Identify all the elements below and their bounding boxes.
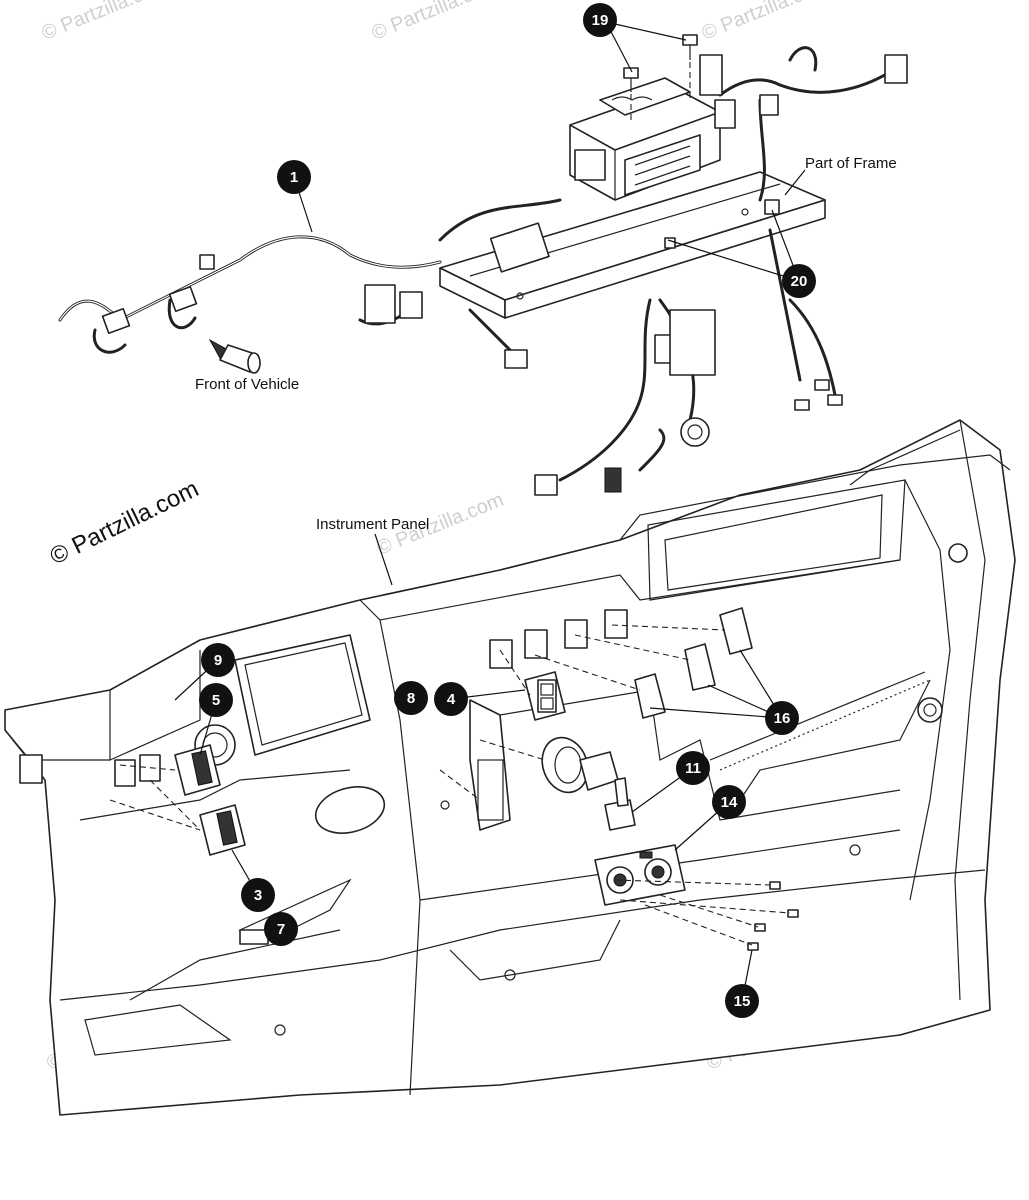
connectors xyxy=(101,54,908,496)
svg-text:8: 8 xyxy=(407,690,415,707)
fuse-box xyxy=(569,77,721,201)
svg-text:20: 20 xyxy=(791,273,808,290)
display-screen xyxy=(234,634,371,756)
front-of-vehicle-arrow xyxy=(208,338,261,374)
callout-4: 4 xyxy=(434,682,468,716)
power-outlets xyxy=(594,844,686,906)
callout-7: 7 xyxy=(264,912,298,946)
svg-text:7: 7 xyxy=(277,921,285,938)
callout-14: 14 xyxy=(712,785,746,819)
callout-9: 9 xyxy=(201,643,235,677)
svg-text:14: 14 xyxy=(721,794,738,811)
frame-rail xyxy=(439,171,826,319)
svg-text:19: 19 xyxy=(592,12,609,29)
screws-15 xyxy=(747,881,799,951)
callout-11: 11 xyxy=(676,751,710,785)
svg-text:9: 9 xyxy=(214,652,222,669)
switch-cutouts xyxy=(114,609,628,787)
switch-5 xyxy=(174,744,221,796)
callout-3: 3 xyxy=(241,878,275,912)
watermark: © Partzilla.com xyxy=(369,0,502,45)
watermark: © Partzilla.com xyxy=(39,0,172,45)
part-of-frame-label: Part of Frame xyxy=(805,155,897,172)
svg-text:15: 15 xyxy=(734,993,751,1010)
copyright-text: © Partzilla.com xyxy=(46,475,203,570)
callout-1: 1 xyxy=(277,160,311,194)
callout-8: 8 xyxy=(394,681,428,715)
callout-16: 16 xyxy=(765,701,799,735)
callout-20: 20 xyxy=(782,264,816,298)
switch-4 xyxy=(524,671,566,721)
callout-19: 19 xyxy=(583,3,617,37)
front-of-vehicle-label: Front of Vehicle xyxy=(195,376,299,393)
ignition-switch xyxy=(541,736,636,831)
instrument-panel xyxy=(4,419,1016,1116)
svg-text:3: 3 xyxy=(254,887,262,904)
callout-15: 15 xyxy=(725,984,759,1018)
svg-text:11: 11 xyxy=(685,760,701,777)
svg-text:4: 4 xyxy=(447,691,456,708)
bolts-19 xyxy=(623,34,698,120)
svg-text:1: 1 xyxy=(290,169,298,186)
instrument-panel-label: Instrument Panel xyxy=(316,516,429,533)
callout-5: 5 xyxy=(199,683,233,717)
switch-3 xyxy=(199,804,246,856)
watermark: © Partzilla.com xyxy=(699,0,832,45)
svg-text:5: 5 xyxy=(212,692,220,709)
assembly-lines xyxy=(109,624,791,946)
svg-text:16: 16 xyxy=(774,710,791,727)
switches-16 xyxy=(634,607,753,719)
